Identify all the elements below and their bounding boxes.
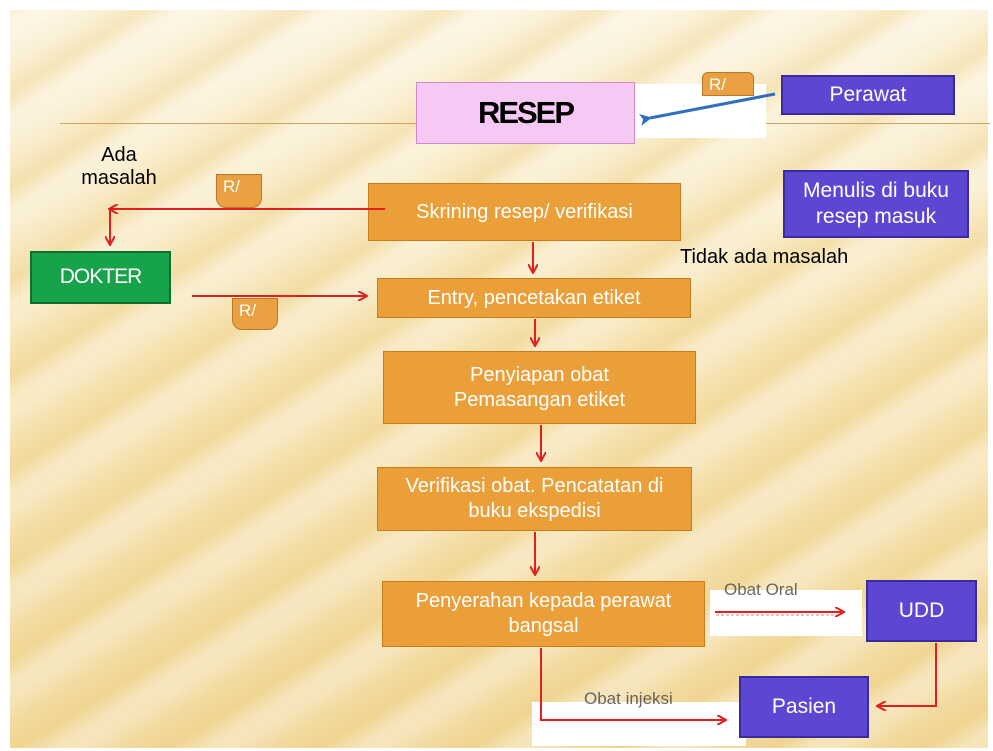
tidak-ada-masalah-label: Tidak ada masalah bbox=[680, 246, 849, 268]
pasien-label: Pasien bbox=[771, 694, 837, 718]
resep-box: RESEP bbox=[416, 82, 635, 144]
prescription-icon-perawat: R/ bbox=[702, 72, 754, 96]
verifikasi-obat-label: Verifikasi obat. Pencatatan di buku eksp… bbox=[405, 475, 664, 522]
skrining-box: Skrining resep/ verifikasi bbox=[368, 183, 681, 241]
dokter-box: DOKTER bbox=[30, 251, 171, 304]
udd-label: UDD bbox=[898, 598, 945, 622]
skrining-label: Skrining resep/ verifikasi bbox=[416, 200, 633, 223]
entry-label: Entry, pencetakan etiket bbox=[427, 286, 641, 309]
udd-box: UDD bbox=[866, 580, 977, 642]
arrow-penyerahan-to-pasien bbox=[540, 648, 725, 720]
arrow-udd-to-pasien bbox=[878, 643, 937, 706]
prescription-icon-lower: R/ bbox=[232, 298, 278, 330]
penyerahan-label: Penyerahan kepada perawat bangsal bbox=[415, 590, 672, 637]
verifikasi-obat-box: Verifikasi obat. Pencatatan di buku eksp… bbox=[377, 467, 692, 531]
menulis-buku-box: Menulis di buku resep masuk bbox=[783, 170, 969, 238]
penyiapan-box: Penyiapan obat Pemasangan etiket bbox=[383, 351, 696, 424]
arrow-backdrop-injeksi bbox=[532, 702, 746, 746]
prescription-icon-upper: R/ bbox=[216, 174, 262, 208]
penyiapan-label: Penyiapan obat Pemasangan etiket bbox=[453, 363, 626, 411]
dokter-label: DOKTER bbox=[59, 265, 143, 289]
perawat-box: Perawat bbox=[781, 75, 955, 115]
pasien-box: Pasien bbox=[739, 676, 869, 738]
entry-box: Entry, pencetakan etiket bbox=[377, 278, 691, 318]
ada-masalah-label: Ada masalah bbox=[81, 144, 157, 189]
obat-oral-label: Obat Oral bbox=[724, 580, 798, 599]
obat-injeksi-label: Obat injeksi bbox=[584, 689, 673, 708]
resep-label: RESEP bbox=[477, 94, 575, 130]
perawat-label: Perawat bbox=[829, 82, 907, 106]
penyerahan-box: Penyerahan kepada perawat bangsal bbox=[382, 581, 705, 647]
arrow-perawat-to-resep bbox=[639, 92, 776, 126]
menulis-buku-label: Menulis di buku resep masuk bbox=[803, 178, 949, 228]
